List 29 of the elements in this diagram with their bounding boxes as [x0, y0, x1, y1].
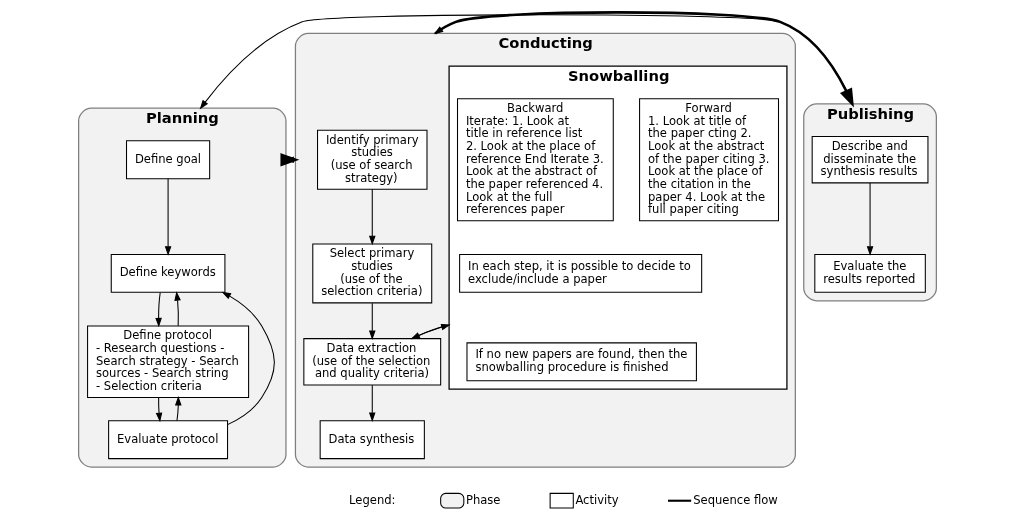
- node-box: Define protocol - Research questions - Search strategy - Search sources - Search string - Selection criteria: [86, 325, 249, 399]
- node-box: Identify primary studies (use of search strategy): [316, 129, 427, 190]
- node-box: Define keywords: [110, 253, 225, 293]
- node-box: Define goal: [125, 140, 210, 180]
- arrow: [221, 291, 275, 426]
- node-box: If no new papers are found, then the snowballing procedure is finished: [465, 342, 697, 382]
- arrow: [368, 302, 376, 340]
- node-box: Evaluate the results reported: [813, 253, 926, 293]
- legend-label: Sequence flow: [692, 492, 778, 507]
- legend-label: Phase: [465, 492, 500, 507]
- arrow: [368, 384, 376, 422]
- label: Legend:: [348, 492, 395, 507]
- node-box: Data synthesis: [319, 420, 425, 460]
- node-box: In each step, it is possible to decide to exclude/include a paper: [458, 253, 702, 293]
- node-box: Backward Iterate: 1. Look at title in reference list 2. Look at the place of reference End Iterate 3. Look at the abstract of the paper referenced 4. Look at the full references paper: [456, 98, 614, 222]
- node-box: Forward 1. Look at title of the paper cting 2. Look at the abstract of the paper citing 3. Look at the place of the citation in the paper 4. Look at the full paper citing: [638, 98, 779, 222]
- arrow: [154, 292, 162, 328]
- arrow: [164, 178, 171, 256]
- arrow: [368, 188, 376, 246]
- arrow: [866, 182, 873, 256]
- arrow: [173, 291, 181, 327]
- node-box: Evaluate protocol: [107, 420, 228, 460]
- node-box: Describe and disseminate the synthesis results: [811, 136, 928, 184]
- legend-label: Activity: [574, 492, 619, 507]
- arrow: [174, 396, 182, 422]
- arrow: [199, 14, 853, 110]
- node-box: Select primary studies (use of the selection criteria): [311, 243, 432, 304]
- arrow: [155, 397, 162, 423]
- node-box: Data extraction (use of the selection and quality criteria): [302, 338, 441, 386]
